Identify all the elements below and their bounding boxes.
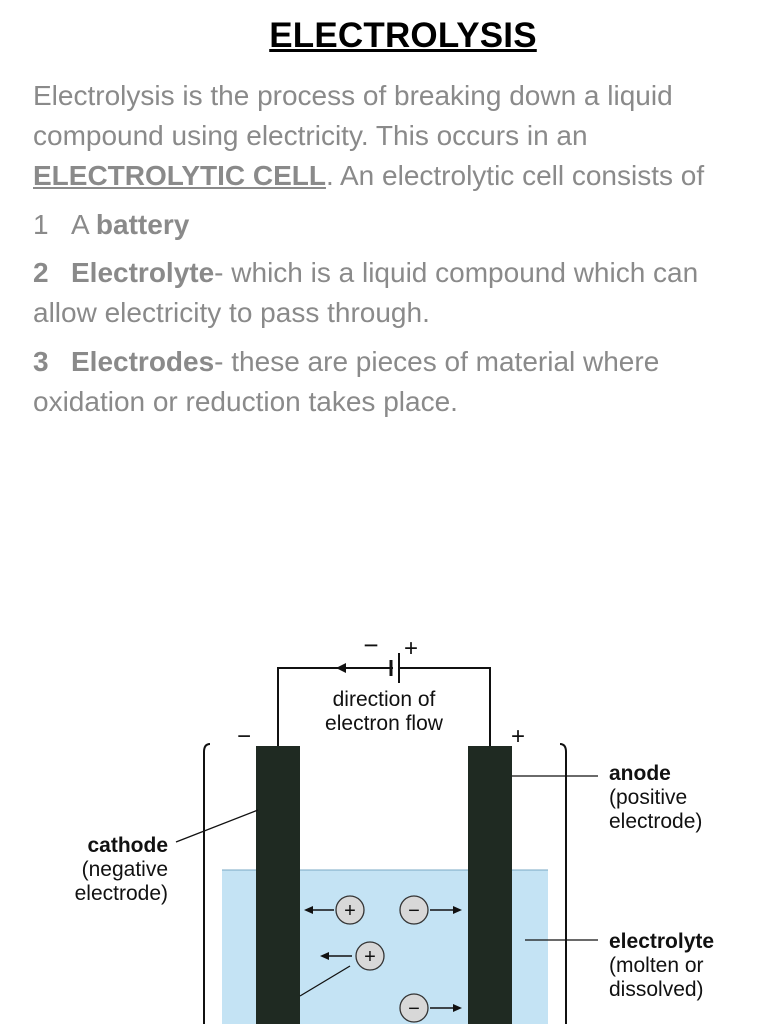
item-number: 3 xyxy=(33,346,49,377)
circuit-wire-right xyxy=(399,667,491,746)
electrolyte-desc-line1: (molten or xyxy=(609,954,704,977)
anode-electrode xyxy=(468,746,512,1024)
cathode-desc-line1: (negative xyxy=(82,858,168,881)
item-desc: - which is a liquid compound which can a… xyxy=(33,257,699,328)
item-term: Electrolyte xyxy=(71,257,215,288)
item-term: Electrodes xyxy=(71,346,215,377)
battery-plus-sign: + xyxy=(404,635,418,662)
ion-symbol: − xyxy=(408,998,420,1020)
item-number: 1 xyxy=(33,209,49,240)
ion-symbol: − xyxy=(408,900,420,922)
positive-ion-2: + xyxy=(320,941,385,971)
battery-minus-sign: − xyxy=(363,630,378,660)
cathode-leader-line xyxy=(175,809,259,843)
electron-flow-arrowhead xyxy=(336,663,346,673)
beaker-left-wall xyxy=(203,743,211,1024)
ion-symbol: + xyxy=(344,900,356,922)
flow-label-line1: direction of xyxy=(333,688,436,711)
negative-ion-2: − xyxy=(399,993,462,1023)
electrolyte-label: electrolyte xyxy=(609,930,714,953)
electrolytic-cell-diagram: − + direction of electron flow − + + − +… xyxy=(75,630,714,1024)
anode-desc-line2: electrode) xyxy=(609,810,702,833)
item-desc: - these are pieces of material where oxi… xyxy=(33,346,660,417)
positive-ion-1: + xyxy=(304,895,365,925)
anode-sign: + xyxy=(511,723,525,750)
cathode-label: cathode xyxy=(87,834,168,857)
cathode-sign: − xyxy=(237,723,251,750)
intro-text-part1: Electrolysis is the process of breaking … xyxy=(33,80,673,151)
anode-label: anode xyxy=(609,762,671,785)
cathode-desc-line2: electrode) xyxy=(75,882,168,905)
electrolytic-cell-term: ELECTROLYTIC CELL xyxy=(33,160,326,191)
ion-leader-line xyxy=(299,965,351,997)
item-number: 2 xyxy=(33,257,49,288)
item-term: battery xyxy=(95,209,190,240)
negative-ion-1: − xyxy=(399,895,462,925)
electrolyte-desc-line2: dissolved) xyxy=(609,978,704,1001)
page-title: ELECTROLYSIS xyxy=(269,16,537,55)
intro-paragraph: Electrolysis is the process of breaking … xyxy=(33,76,751,196)
intro-text-part2: . An electrolytic cell consists of xyxy=(325,160,705,191)
list-item-electrolyte: 2 Electrolyte- which is a liquid compound… xyxy=(33,253,751,333)
list-item-electrodes: 3 Electrodes- these are pieces of materia… xyxy=(33,342,751,422)
flow-label-line2: electron flow xyxy=(325,712,444,735)
beaker-right-wall xyxy=(559,743,567,1024)
anode-desc-line1: (positive xyxy=(609,786,687,809)
item-prefix: A xyxy=(71,209,96,240)
ion-symbol: + xyxy=(364,946,376,968)
cathode-electrode xyxy=(256,746,300,1024)
